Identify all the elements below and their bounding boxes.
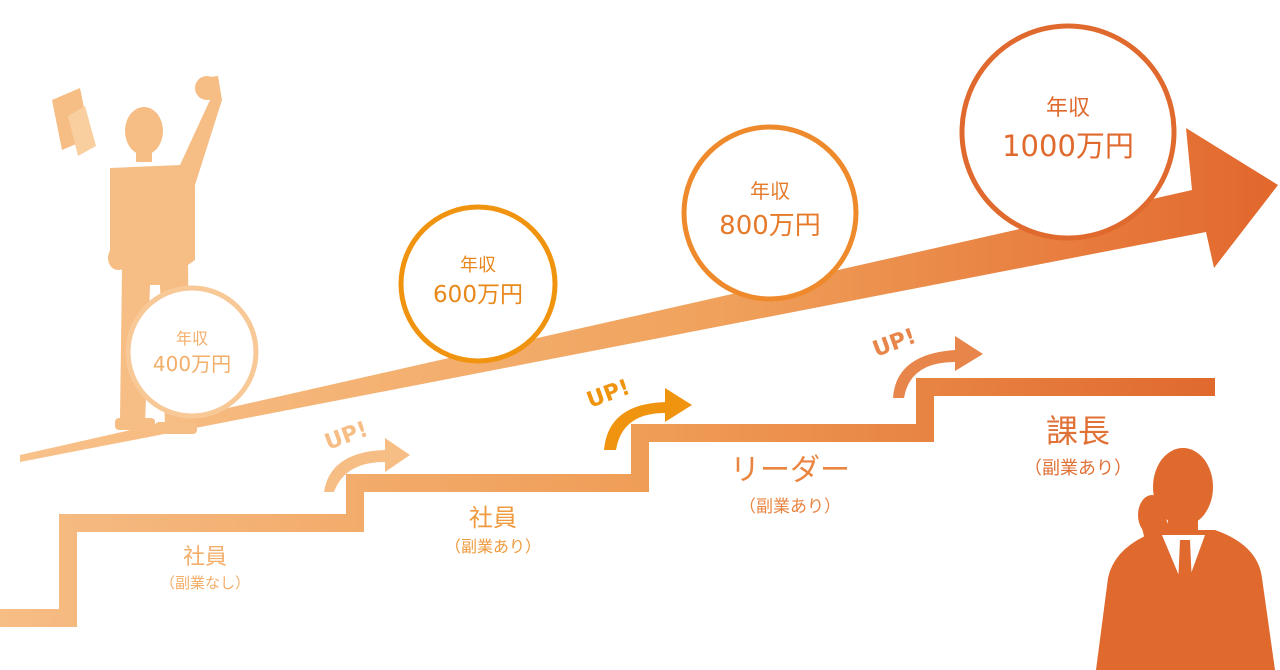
- income-circle-600: 年収 600万円: [398, 204, 558, 364]
- step-title: 社員: [469, 504, 517, 532]
- step-subtitle: （副業あり）: [445, 537, 541, 556]
- curved-up-arrow-icon: [324, 438, 410, 492]
- step-title: リーダー: [730, 453, 850, 488]
- up-label: UP!: [870, 324, 920, 363]
- step-label-3: リーダー （副業あり）: [730, 453, 850, 517]
- income-amount: 800万円: [719, 211, 821, 241]
- income-label: 年収: [176, 329, 208, 348]
- step-label-1: 社員 （副業なし）: [160, 545, 250, 592]
- step-title: 課長: [1046, 412, 1110, 450]
- step-subtitle: （副業あり）: [1024, 458, 1132, 479]
- step-label-2: 社員 （副業あり）: [445, 504, 541, 556]
- income-circle-1000: 年収 1000万円: [959, 23, 1177, 241]
- income-amount: 600万円: [433, 282, 523, 308]
- up-label: UP!: [322, 417, 372, 456]
- step-subtitle: （副業あり）: [739, 497, 841, 517]
- step-subtitle: （副業なし）: [160, 574, 250, 592]
- income-label: 年収: [750, 179, 790, 203]
- shirt-and-tie: [1162, 535, 1205, 600]
- income-circle-400: 年収 400万円: [125, 285, 259, 419]
- income-amount: 1000万円: [1002, 129, 1134, 163]
- step-label-4: 課長 （副業あり）: [1024, 412, 1132, 479]
- up-label: UP!: [584, 375, 634, 414]
- step-title: 社員: [183, 545, 227, 570]
- income-circle-800: 年収 800万円: [681, 124, 859, 302]
- income-amount: 400万円: [153, 352, 231, 376]
- curved-up-arrow-icon: [604, 388, 692, 450]
- income-label: 年収: [460, 255, 496, 276]
- businessman-on-phone-icon: [1096, 448, 1275, 670]
- income-label: 年収: [1046, 96, 1090, 121]
- curved-up-arrow-icon: [893, 336, 983, 398]
- career-staircase: [0, 378, 1215, 627]
